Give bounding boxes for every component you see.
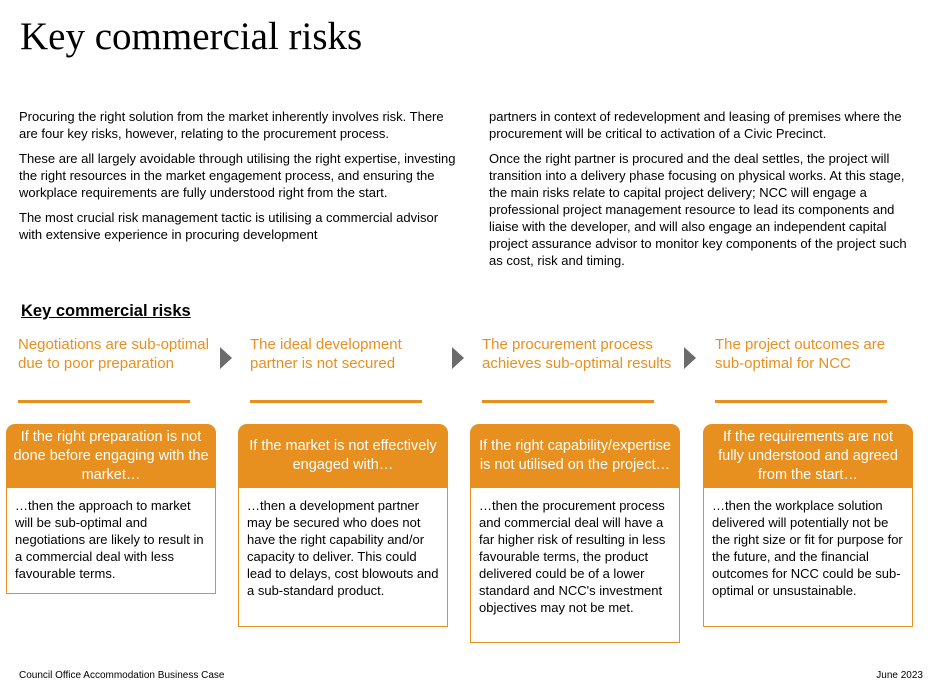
- risk-divider: [482, 400, 654, 403]
- risk-card-preparation: Negotiations are sub-optimal due to poor…: [6, 336, 218, 594]
- risk-title: The project outcomes are sub-optimal for…: [715, 336, 886, 372]
- intro-paragraph: Procuring the right solution from the ma…: [19, 109, 444, 141]
- risk-card-outcomes: The project outcomes are sub-optimal for…: [703, 336, 915, 627]
- arrow-right-icon: [452, 347, 464, 369]
- risk-title: The procurement process achieves sub-opt…: [482, 336, 672, 372]
- footer-document-title: Council Office Accommodation Business Ca…: [19, 670, 225, 681]
- risk-card-procurement: The procurement process achieves sub-opt…: [470, 336, 682, 643]
- risk-condition: If the market is not effectively engaged…: [238, 424, 448, 488]
- intro-paragraph: partners in context of redevelopment and…: [489, 109, 902, 141]
- footer-date: June 2023: [876, 670, 923, 681]
- intro-paragraph: Once the right partner is procured and t…: [489, 151, 907, 268]
- risk-box: If the right preparation is not done bef…: [6, 424, 216, 594]
- risk-card-partner: The ideal development partner is not sec…: [238, 336, 450, 627]
- risk-condition: If the right preparation is not done bef…: [6, 424, 216, 488]
- risk-result: …then a development partner may be secur…: [238, 488, 448, 627]
- risk-result: …then the workplace solution delivered w…: [703, 488, 913, 627]
- risk-divider: [250, 400, 422, 403]
- intro-left-column: Procuring the right solution from the ma…: [19, 108, 457, 251]
- risk-title: Negotiations are sub-optimal due to poor…: [18, 336, 209, 372]
- intro-paragraph: These are all largely avoidable through …: [19, 151, 456, 200]
- risk-box: If the market is not effectively engaged…: [238, 424, 448, 627]
- arrow-right-icon: [220, 347, 232, 369]
- risk-divider: [715, 400, 887, 403]
- page-title: Key commercial risks: [20, 15, 363, 58]
- risk-title: The ideal development partner is not sec…: [250, 336, 402, 372]
- intro-paragraph: The most crucial risk management tactic …: [19, 210, 439, 242]
- intro-right-column: partners in context of redevelopment and…: [489, 108, 914, 277]
- risk-box: If the requirements are not fully unders…: [703, 424, 913, 627]
- risk-box: If the right capability/expertise is not…: [470, 424, 680, 643]
- risk-condition: If the right capability/expertise is not…: [470, 424, 680, 488]
- risk-condition: If the requirements are not fully unders…: [703, 424, 913, 488]
- section-heading: Key commercial risks: [21, 302, 191, 320]
- risk-result: …then the approach to market will be sub…: [6, 488, 216, 594]
- arrow-right-icon: [684, 347, 696, 369]
- risk-divider: [18, 400, 190, 403]
- risk-result: …then the procurement process and commer…: [470, 488, 680, 643]
